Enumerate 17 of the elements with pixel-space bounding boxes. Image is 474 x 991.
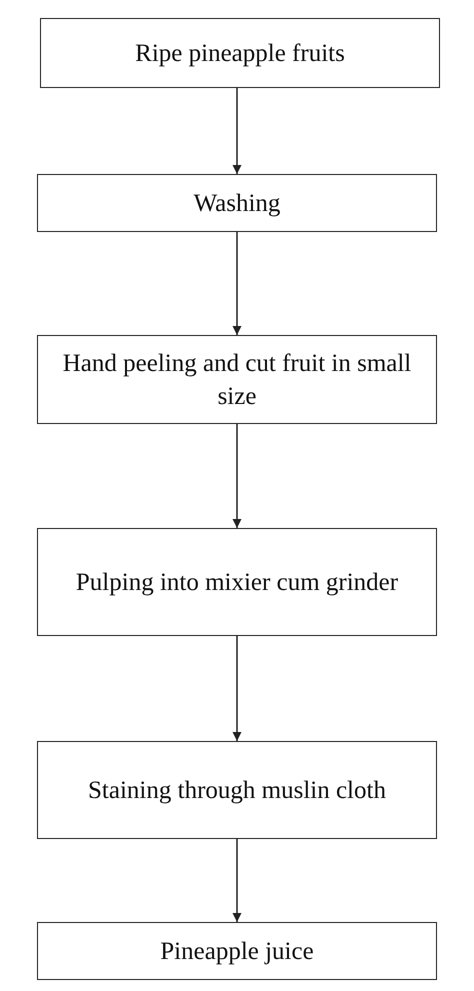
process-box	[37, 922, 437, 980]
step-label: Ripe pineapple fruits	[135, 38, 345, 68]
process-box	[37, 741, 437, 839]
arrow	[232, 424, 242, 528]
process-box	[37, 528, 437, 636]
step-label: Hand peeling and cut fruit in small size	[62, 348, 412, 412]
arrow	[232, 232, 242, 335]
process-box	[40, 18, 440, 88]
process-box	[37, 335, 437, 424]
step-label: Staining through muslin cloth	[88, 776, 386, 806]
step-label: Washing	[194, 188, 280, 218]
step-label: Pulping into mixier cum grinder	[76, 568, 398, 598]
arrow	[232, 839, 242, 922]
step-label: Pineapple juice	[160, 936, 314, 966]
arrow	[232, 636, 242, 741]
process-box	[37, 174, 437, 232]
arrow	[232, 88, 242, 174]
